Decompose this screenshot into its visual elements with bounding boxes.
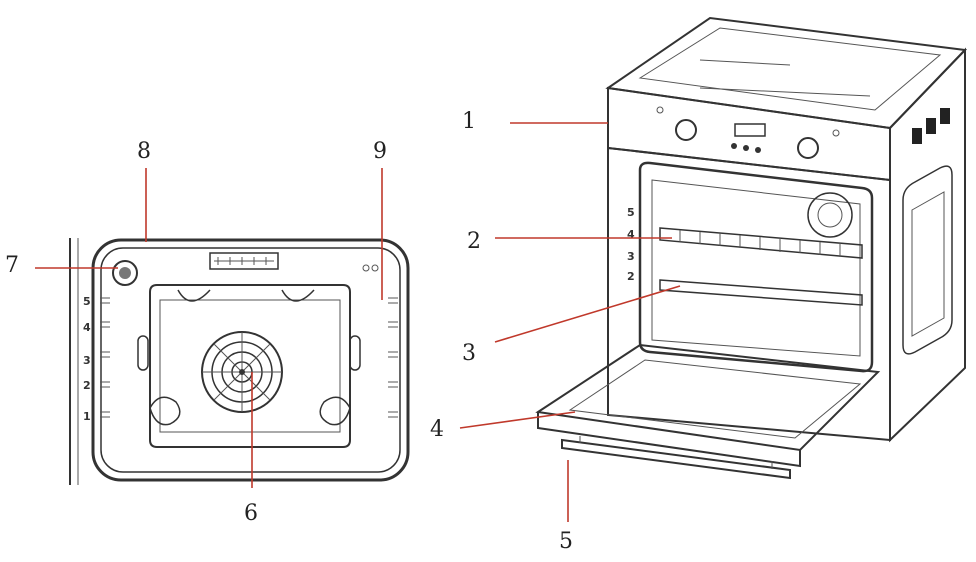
oven-door [535, 343, 881, 468]
fan-cover [201, 331, 283, 413]
shelf-number-label: 5 [627, 206, 635, 219]
wire-shelf [659, 227, 863, 259]
shelf-number-label: 3 [83, 354, 91, 367]
callout-3: 3 [462, 341, 476, 366]
callout-6: 6 [244, 501, 258, 526]
shelf-number-label: 2 [83, 379, 91, 392]
callout-7: 7 [5, 253, 19, 278]
door-handle [561, 436, 791, 480]
shelf-number-label: 4 [83, 321, 91, 334]
leader-line-3 [494, 285, 681, 343]
callout-1: 1 [462, 109, 476, 134]
oven-isometric-view: 5 4 3 2 [535, 16, 968, 480]
shelf-number-label: 5 [83, 295, 91, 308]
control-panel [607, 86, 891, 182]
callout-4: 4 [430, 417, 444, 442]
leader-line-4 [459, 411, 576, 429]
callout-9: 9 [373, 139, 387, 164]
shelf-number-label: 1 [83, 410, 91, 423]
shelf-number-label: 3 [627, 250, 635, 263]
callout-8: 8 [137, 139, 151, 164]
oven-cavity-front-view: 5 4 3 2 1 [69, 238, 410, 485]
oven-lamp [112, 260, 138, 286]
callout-2: 2 [467, 229, 481, 254]
callout-5: 5 [559, 529, 573, 554]
baking-tray [659, 279, 863, 306]
shelf-number-label: 2 [627, 270, 635, 283]
shelf-number-label: 4 [627, 228, 635, 241]
